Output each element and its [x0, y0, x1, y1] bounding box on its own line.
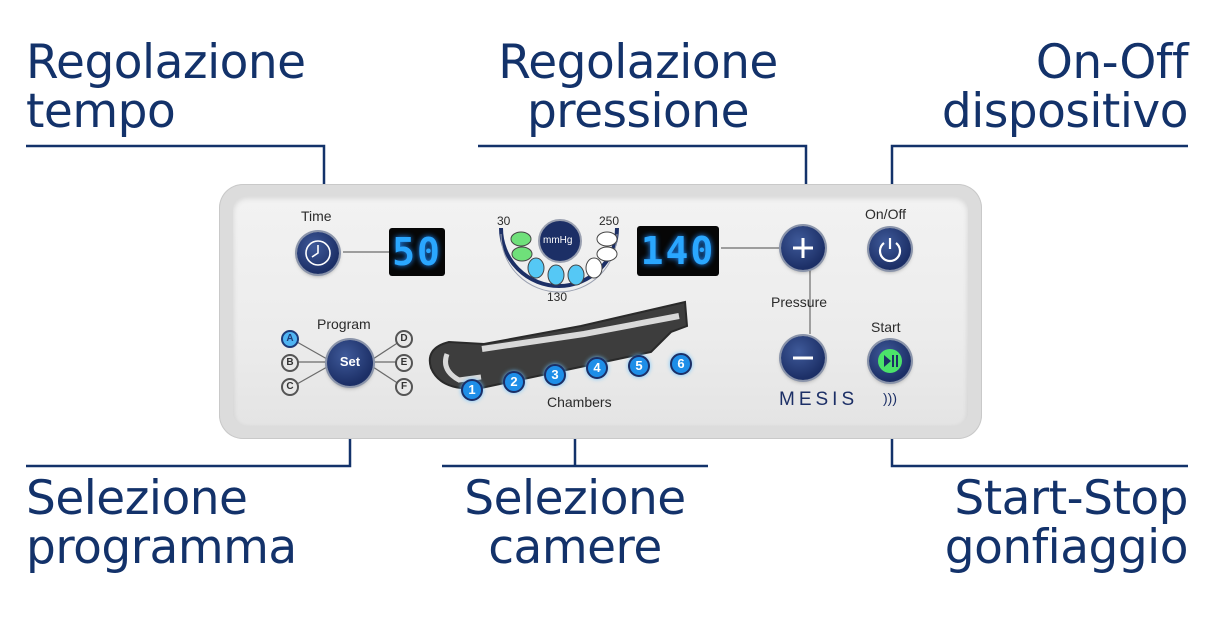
- gauge-unit-label: mmHg: [543, 235, 573, 246]
- power-icon: [878, 238, 902, 263]
- pressure-gauge-icon: [499, 219, 619, 293]
- chamber-4[interactable]: 4: [586, 357, 608, 379]
- start-label: Start: [871, 319, 901, 335]
- pressure-minus-button[interactable]: [781, 336, 825, 380]
- callout-time-line2: tempo: [26, 84, 176, 139]
- time-button[interactable]: [297, 232, 339, 274]
- time-display: 50: [389, 228, 445, 276]
- callout-pressure-line2: pressione: [526, 84, 750, 139]
- plus-icon: [793, 238, 813, 258]
- gauge-max-label: 250: [599, 214, 620, 228]
- callout-time-line1: Regolazione: [26, 35, 306, 90]
- minus-icon: [793, 356, 813, 360]
- callout-startstop: Start-Stop gonfiaggio: [944, 471, 1189, 575]
- callout-onoff: On-Off dispositivo: [941, 35, 1189, 139]
- gauge-min-label: 30: [497, 214, 511, 228]
- chamber-5[interactable]: 5: [628, 355, 650, 377]
- program-chip-e[interactable]: E: [395, 354, 413, 372]
- onoff-connector: [890, 144, 1188, 194]
- callout-program-line1: Selezione: [26, 471, 248, 526]
- program-chip-a[interactable]: A: [281, 330, 299, 348]
- callout-pressure-line1: Regolazione: [498, 35, 778, 90]
- chamber-3[interactable]: 3: [544, 364, 566, 386]
- program-label: Program: [317, 316, 371, 332]
- set-label: Set: [339, 354, 361, 369]
- startstop-connector: [890, 426, 1188, 468]
- pressure-label: Pressure: [771, 294, 828, 310]
- time-label: Time: [301, 208, 332, 224]
- callout-time: Regolazione tempo: [26, 38, 306, 136]
- program-connector: [26, 426, 352, 468]
- program-chip-d[interactable]: D: [395, 330, 413, 348]
- set-button[interactable]: Set: [327, 340, 373, 386]
- gauge-mid-label: 130: [547, 290, 568, 304]
- control-panel: Time 50 30 250 130 mmHg 140 Pressure On/…: [219, 184, 982, 439]
- leg-sleeve-icon: [428, 300, 689, 390]
- callout-program-line2: programma: [26, 520, 297, 575]
- callout-chambers-line2: camere: [488, 520, 662, 575]
- panel-lines: [296, 219, 811, 390]
- pressure-display: 140: [637, 226, 719, 276]
- pressure-connector: [478, 144, 808, 194]
- time-connector: [26, 144, 326, 194]
- clock-icon: [305, 240, 331, 266]
- program-chip-f[interactable]: F: [395, 378, 413, 396]
- callout-program: Selezione programma: [26, 474, 297, 572]
- brand-logo: MESIS: [779, 389, 859, 410]
- callout-chambers: Selezione camere: [442, 474, 708, 572]
- chambers-label: Chambers: [547, 394, 612, 410]
- brand-waves-icon: ))): [883, 390, 897, 406]
- play-pause-icon: [884, 355, 898, 367]
- program-chip-b[interactable]: B: [281, 354, 299, 372]
- callout-pressure: Regolazione pressione: [478, 38, 798, 136]
- chamber-1[interactable]: 1: [461, 379, 483, 401]
- onoff-label: On/Off: [865, 206, 906, 222]
- program-chip-c[interactable]: C: [281, 378, 299, 396]
- pressure-plus-button[interactable]: [781, 226, 825, 270]
- callout-startstop-line2: gonfiaggio: [944, 520, 1189, 575]
- chamber-2[interactable]: 2: [503, 371, 525, 393]
- callout-onoff-line1: On-Off: [1035, 35, 1189, 90]
- power-button[interactable]: [869, 228, 911, 270]
- chamber-6[interactable]: 6: [670, 353, 692, 375]
- start-stop-button[interactable]: [869, 340, 911, 382]
- callout-onoff-line2: dispositivo: [941, 84, 1189, 139]
- callout-chambers-line1: Selezione: [464, 471, 686, 526]
- callout-startstop-line1: Start-Stop: [954, 471, 1188, 526]
